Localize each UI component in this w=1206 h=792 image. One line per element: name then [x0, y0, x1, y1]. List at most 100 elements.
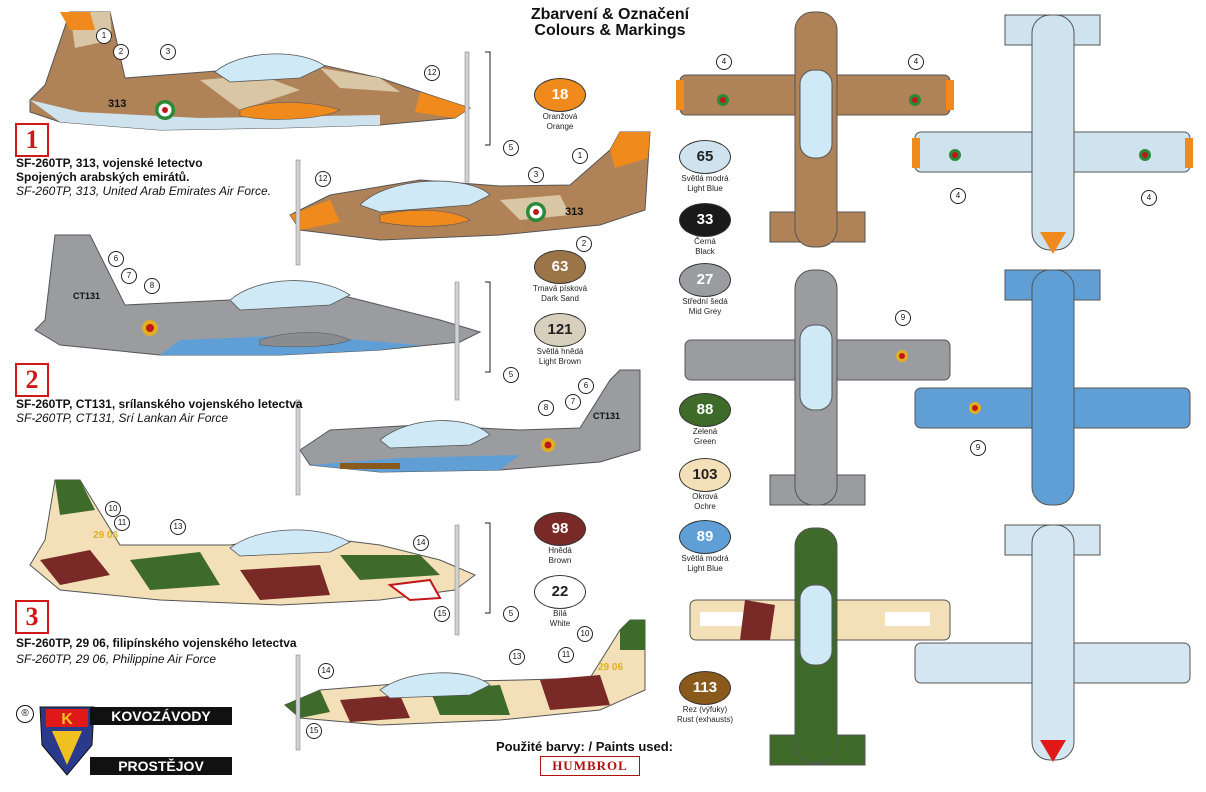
paint-name-en: Black: [695, 247, 715, 256]
paint-name-en: Rust (exhausts): [676, 715, 734, 724]
scheme1-bottom-view: [912, 14, 1193, 254]
callout-marker: 8: [144, 278, 160, 294]
paint-name-cz: Bílá: [553, 609, 567, 618]
callout-marker: 13: [170, 519, 186, 535]
scheme2-number: 2: [15, 363, 49, 397]
callout-marker: 3: [528, 167, 544, 183]
paint-code: 103: [679, 458, 731, 492]
scheme3-bottom-view: [914, 524, 1191, 762]
callout-marker: 3: [160, 44, 176, 60]
callout-marker: 11: [114, 515, 130, 531]
callout-marker: 2: [576, 236, 592, 252]
scheme3-serial-right: 29 06: [598, 662, 624, 673]
callout-marker: 5: [503, 606, 519, 622]
scheme2-side-left: [34, 234, 482, 401]
callout-marker: 7: [121, 268, 137, 284]
scheme1-number: 1: [15, 123, 49, 157]
scheme1-serial: 313: [108, 98, 127, 110]
logo-bottom: PROSTĚJOV: [90, 757, 232, 775]
paint-name-en: Ochre: [694, 502, 716, 511]
paint-name-cz: Oranžová: [542, 112, 578, 121]
callout-marker: 14: [318, 663, 334, 679]
callout-marker: 4: [950, 188, 966, 204]
scheme3-line1: SF-260TP, 29 06, filipínského vojenského…: [16, 636, 297, 650]
paint-code: 65: [679, 140, 731, 174]
paint-code: 88: [679, 393, 731, 427]
paint-name-cz: Černá: [694, 237, 716, 246]
callout-marker: 6: [578, 378, 594, 394]
callout-marker: 9: [895, 310, 911, 326]
scheme3-side-right: [284, 619, 646, 751]
paint-name-cz: Světlá modrá: [681, 174, 729, 183]
scheme2-side-right: [295, 369, 641, 496]
scheme2-top-view: [684, 269, 951, 506]
callout-marker: 12: [424, 65, 440, 81]
callout-marker: 1: [96, 28, 112, 44]
callout-marker: 6: [108, 251, 124, 267]
callout-marker: 5: [503, 140, 519, 156]
scheme3-number: 3: [15, 600, 49, 634]
callout-marker: 10: [105, 501, 121, 517]
paint-name-cz: Tmavá písková: [532, 284, 588, 293]
paint-name-en: Green: [693, 437, 717, 446]
page-title-en: Colours & Markings: [534, 22, 686, 39]
callout-marker: 7: [565, 394, 581, 410]
callout-marker: 4: [908, 54, 924, 70]
scheme3-serial: 29 06: [93, 530, 119, 541]
paints-used-label: Použité barvy: / Paints used:: [496, 739, 673, 754]
callout-marker: 4: [1141, 190, 1157, 206]
paint-swatch: 113 Rez (výfuky)Rust (exhausts): [665, 671, 745, 725]
callout-marker: 4: [716, 54, 732, 70]
scheme2-line1: SF-260TP, CT131, srílanského vojenského …: [16, 397, 303, 411]
callout-marker: 1: [572, 148, 588, 164]
scheme1-side-right: [289, 131, 651, 266]
paint-name-en: Light Blue: [687, 564, 723, 573]
scheme1-serial-right: 313: [565, 206, 584, 218]
paint-name-en: Light Brown: [538, 357, 582, 366]
callout-marker: 12: [315, 171, 331, 187]
scheme3-side-left: [29, 479, 476, 636]
paint-code: 89: [679, 520, 731, 554]
paint-name-en: Dark Sand: [541, 294, 579, 303]
registered-mark: ®: [16, 705, 34, 723]
callout-marker: 13: [509, 649, 525, 665]
scheme1-top-view: [676, 11, 954, 248]
callout-marker: 15: [306, 723, 322, 739]
paint-name-cz: Světlá hnědá: [536, 347, 584, 356]
paint-code: 113: [679, 671, 731, 705]
paint-code: 18: [534, 78, 586, 112]
paint-code: 121: [534, 313, 586, 347]
paint-code: 27: [679, 263, 731, 297]
paint-name-cz: Střední šedá: [682, 297, 728, 306]
callout-marker: 9: [970, 440, 986, 456]
paint-code: 22: [534, 575, 586, 609]
paint-name-cz: Světlá modrá: [681, 554, 729, 563]
paint-name-cz: Okrová: [692, 492, 718, 501]
scheme2-bottom-view: [914, 269, 1191, 506]
paint-name-en: Light Blue: [687, 184, 723, 193]
paint-code: 33: [679, 203, 731, 237]
scheme1-line2: Spojených arabských emirátů.: [16, 170, 190, 184]
scheme2-line3: SF-260TP, CT131, Srí Lankan Air Force: [16, 411, 229, 425]
logo-letter: K: [61, 711, 73, 728]
paint-name-en: Mid Grey: [688, 307, 722, 316]
callout-marker: 14: [413, 535, 429, 551]
scheme1-line3: SF-260TP, 313, United Arab Emirates Air …: [16, 184, 271, 198]
callout-marker: 8: [538, 400, 554, 416]
paint-name-cz: Zelená: [692, 427, 718, 436]
shield-icon: K: [39, 706, 95, 776]
page-title-cz: Zbarvení & Označení: [530, 6, 690, 23]
scheme3-line3: SF-260TP, 29 06, Philippine Air Force: [16, 652, 217, 666]
callout-marker: 10: [577, 626, 593, 642]
paint-code: 98: [534, 512, 586, 546]
